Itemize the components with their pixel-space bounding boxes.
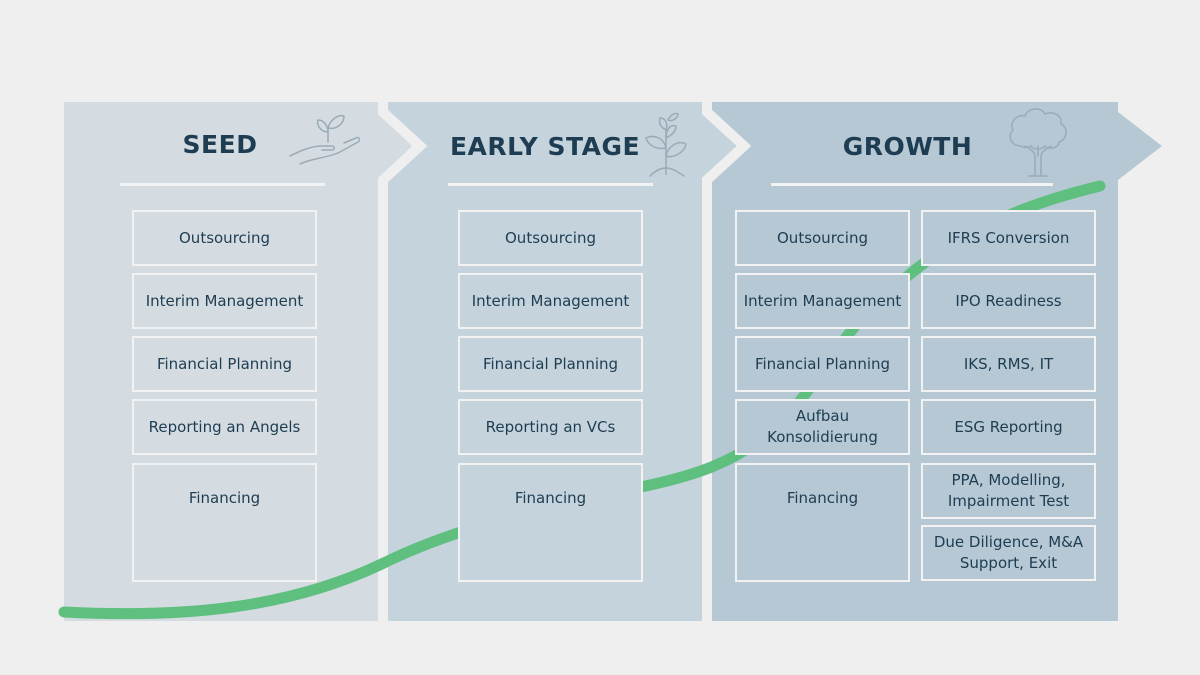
chevron-separator-2 [702,96,752,626]
service-box[interactable]: IKS, RMS, IT [921,336,1096,392]
title-divider [448,183,653,186]
stage-title: GROWTH [842,132,973,161]
chevron-separator-1 [378,96,428,626]
service-box[interactable]: Financing [458,463,643,582]
service-box[interactable]: Outsourcing [458,210,643,266]
title-divider [120,183,325,186]
service-box[interactable]: Outsourcing [132,210,317,266]
service-box[interactable]: Due Diligence, M&A Support, Exit [921,525,1096,581]
service-box[interactable]: Reporting an VCs [458,399,643,455]
tree-icon [1009,108,1067,177]
service-box[interactable]: Financial Planning [458,336,643,392]
service-box[interactable]: IFRS Conversion [921,210,1096,266]
service-box[interactable]: Outsourcing [735,210,910,266]
service-box[interactable]: Reporting an Angels [132,399,317,455]
service-box[interactable]: Interim Management [735,273,910,329]
stage-title: SEED [182,130,258,159]
hand-sprout-icon [289,114,361,165]
service-box[interactable]: ESG Reporting [921,399,1096,455]
stage-title: EARLY STAGE [449,132,641,161]
service-box[interactable]: IPO Readiness [921,273,1096,329]
seedling-plant-icon [645,112,687,177]
service-box[interactable]: Financial Planning [132,336,317,392]
service-box[interactable]: Aufbau Konsolidierung [735,399,910,455]
service-box[interactable]: Financing [735,463,910,582]
service-box[interactable]: Financial Planning [735,336,910,392]
service-box[interactable]: Financing [132,463,317,582]
service-box[interactable]: Interim Management [132,273,317,329]
service-box[interactable]: Interim Management [458,273,643,329]
service-box[interactable]: PPA, Modelling, Impairment Test [921,463,1096,519]
title-divider [771,183,1053,186]
